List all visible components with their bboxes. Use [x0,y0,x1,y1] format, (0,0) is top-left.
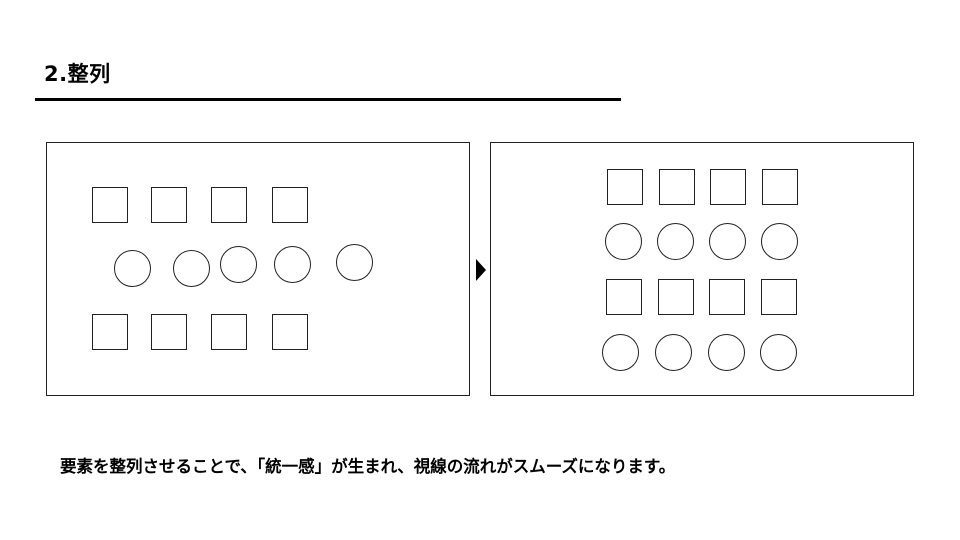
square-shape [659,169,695,205]
unaligned-panel [46,142,470,396]
aligned-panel [490,142,914,396]
square-shape [762,169,798,205]
circle-shape [605,223,642,260]
square-shape [92,187,128,223]
circle-shape [274,246,311,283]
circle-shape [655,334,692,371]
square-shape [92,314,128,350]
caption-text: 要素を整列させることで、「統一感」が生まれ、視線の流れがスムーズになります。 [60,457,676,476]
square-shape [211,314,247,350]
circle-shape [173,250,210,287]
heading-underline [35,98,621,101]
square-shape [710,169,746,205]
circle-shape [709,223,746,260]
circle-shape [761,223,798,260]
section-heading: 2.整列 [44,62,111,86]
circle-shape [220,246,257,283]
square-shape [709,279,745,315]
square-shape [272,187,308,223]
square-shape [658,279,694,315]
square-shape [606,279,642,315]
circle-shape [657,223,694,260]
circle-shape [602,334,639,371]
square-shape [151,187,187,223]
circle-shape [760,334,797,371]
square-shape [607,169,643,205]
arrow-right-icon [476,259,486,281]
square-shape [761,279,797,315]
circle-shape [114,250,151,287]
circle-shape [708,334,745,371]
circle-shape [336,244,373,281]
square-shape [272,314,308,350]
square-shape [151,314,187,350]
square-shape [211,187,247,223]
